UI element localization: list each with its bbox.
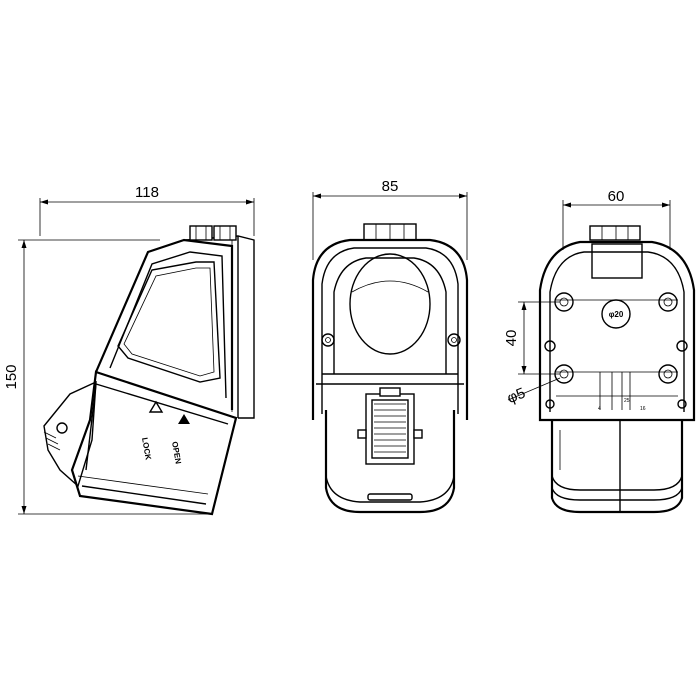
open-label: OPEN [170, 441, 183, 465]
rear-mark-2: 16 [640, 406, 646, 412]
hole-diameter-label: φ5 [505, 385, 528, 408]
front-view: 85 [311, 178, 469, 514]
side-height-label: 150 [3, 364, 20, 389]
center-hole-label: φ20 [609, 310, 624, 319]
width-dimension-front: 85 [312, 178, 468, 260]
side-view: 118 150 [3, 184, 255, 516]
hole-spacing-label: 40 [503, 330, 520, 347]
rear-view: 60 φ20 [503, 188, 696, 514]
lock-label: LOCK [140, 437, 153, 461]
front-width-label: 85 [382, 178, 399, 195]
width-dimension-side: 118 [39, 184, 255, 236]
width-dimension-rear: 60 [562, 188, 671, 250]
side-width-label: 118 [135, 184, 159, 201]
rear-mark-1: 4 [598, 406, 601, 412]
hole-diameter-callout: φ5 [505, 377, 561, 408]
rear-mark-3: 25 [624, 398, 630, 404]
hole-spacing-dimension: 40 [503, 301, 560, 375]
rear-width-label: 60 [608, 188, 625, 205]
height-dimension-side: 150 [3, 239, 210, 515]
